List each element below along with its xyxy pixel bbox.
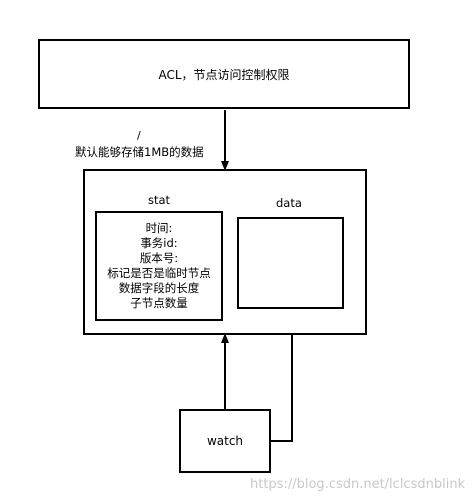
data-title: data — [276, 196, 302, 210]
stat-line-transaction-id: 事务id: — [140, 236, 178, 250]
stat-line-version: 版本号: — [139, 251, 179, 265]
acl-label: ACL，节点访问控制权限 — [158, 67, 290, 82]
stat-line-child-count: 子节点数量 — [130, 296, 188, 310]
storage-capacity-label: 默认能够存储1MB的数据 — [75, 145, 204, 159]
slash-mark: / — [137, 129, 141, 142]
stat-node: 时间: 事务id: 版本号: 标记是否是临时节点 数据字段的长度 子节点数量 — [95, 211, 223, 321]
data-node — [237, 217, 344, 309]
stat-line-time: 时间: — [145, 221, 173, 235]
watch-node: watch — [179, 409, 271, 473]
acl-node: ACL，节点访问控制权限 — [38, 39, 410, 109]
watch-label: watch — [206, 434, 244, 448]
stat-line-data-length: 数据字段的长度 — [118, 281, 200, 295]
stat-title: stat — [148, 193, 171, 207]
stat-line-ephemeral-flag: 标记是否是临时节点 — [107, 266, 211, 280]
watermark: https://blog.csdn.net/lclcsdnblink — [250, 477, 466, 492]
